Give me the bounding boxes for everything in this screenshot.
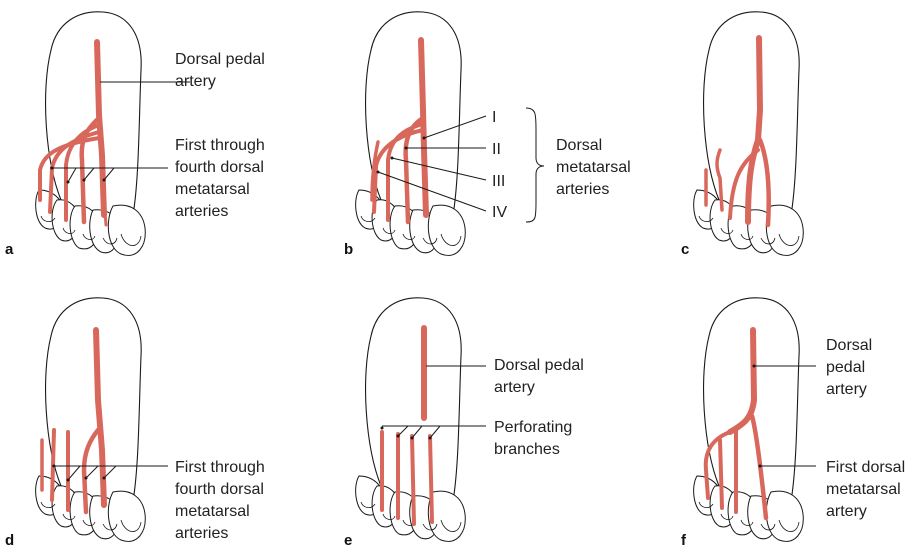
panel-d: First through fourth dorsal metatarsal a…: [5, 298, 269, 549]
label-dorsal-metatarsal-arteries: First through fourth dorsal metatarsal a…: [175, 137, 269, 220]
foot-outline: [356, 298, 466, 542]
panel-letter: f: [681, 532, 687, 549]
panel-letter: c: [681, 241, 689, 258]
roman-label-II: II: [492, 141, 501, 158]
panel-e: Dorsal pedal artery Perforating branches…: [344, 298, 588, 549]
panel-letter: e: [344, 532, 352, 549]
label-dorsal-pedal-artery: Dorsal pedal artery: [175, 51, 269, 90]
label-perforating-branches: Perforating branches: [494, 419, 577, 458]
perforating-branch-4: [430, 436, 432, 522]
roman-label-III: III: [492, 173, 505, 190]
roman-label-IV: IV: [492, 204, 507, 221]
panel-f: Dorsal pedal artery First dorsal metatar…: [681, 298, 910, 549]
panel-a: Dorsal pedal artery First through fourth…: [5, 12, 269, 258]
bracket: [526, 108, 544, 222]
foot-outline: [36, 298, 146, 542]
panel-letter: d: [5, 532, 14, 549]
panel-letter: a: [5, 241, 14, 258]
panel-letter: b: [344, 241, 353, 258]
label-dorsal-pedal-artery: Dorsal pedal artery: [494, 357, 588, 396]
roman-label-I: I: [492, 109, 496, 126]
panel-c: c: [681, 12, 803, 258]
panel-b: I II III IV Dorsal metatarsal arteries b: [344, 12, 635, 258]
label-first-dorsal-metatarsal-artery: First dorsal metatarsal artery: [826, 459, 910, 520]
label-dorsal-metatarsal-arteries: First through fourth dorsal metatarsal a…: [175, 459, 269, 542]
label-dorsal-pedal-artery: Dorsal pedal artery: [826, 337, 877, 398]
label-dorsal-metatarsal-arteries: Dorsal metatarsal arteries: [556, 137, 635, 198]
perforating-branch-3: [412, 436, 414, 524]
